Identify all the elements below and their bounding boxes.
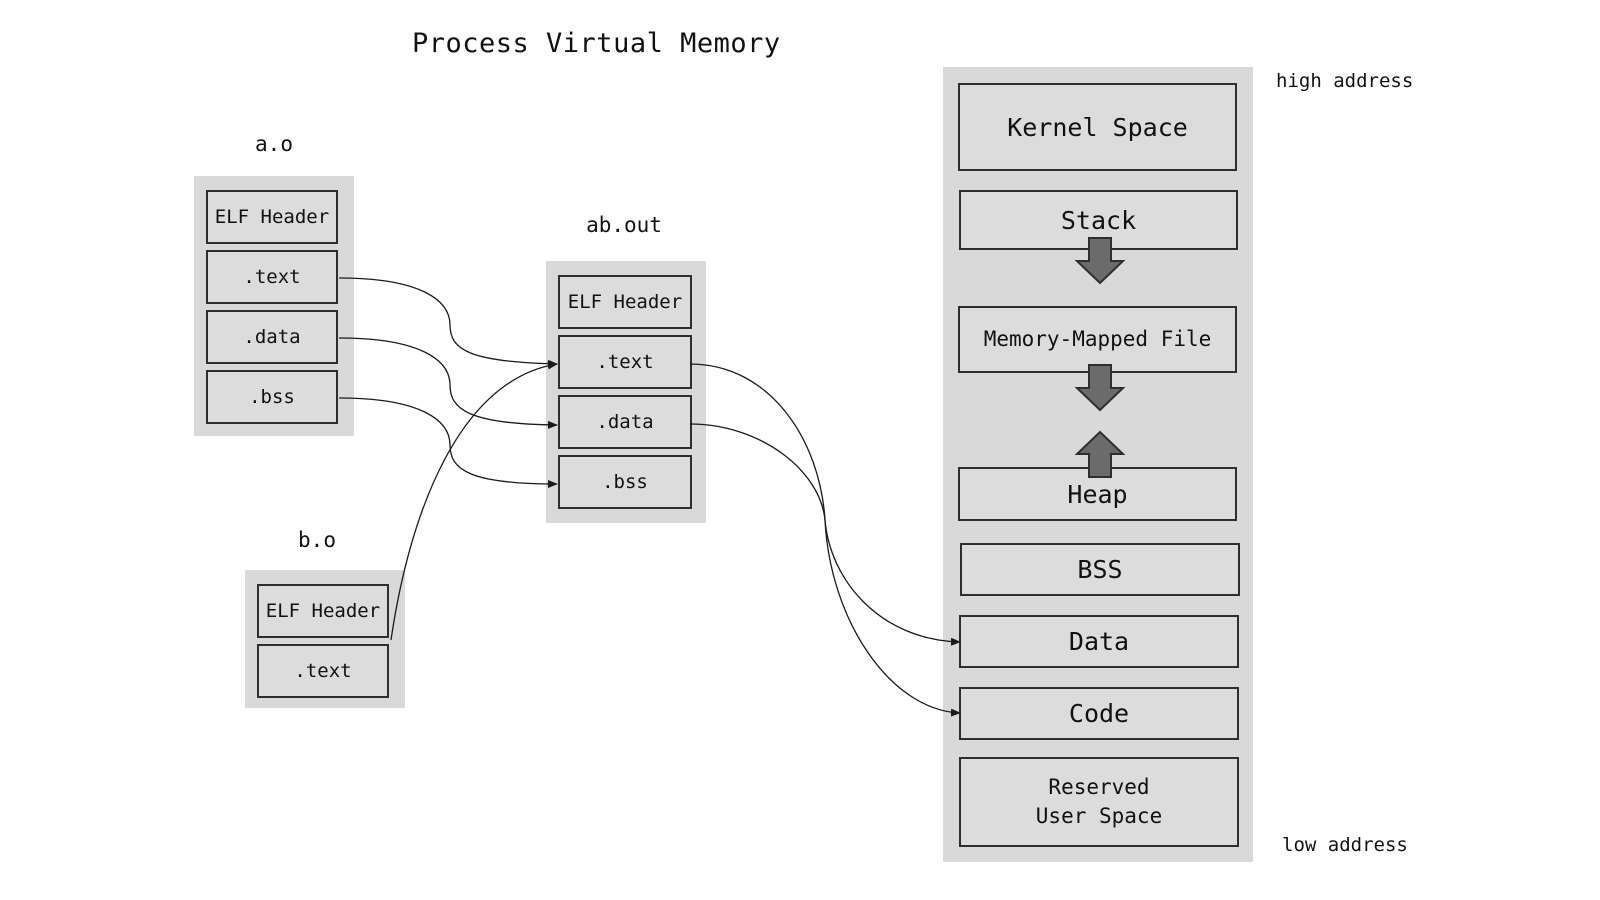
ab-out-elf-header: ELF Header bbox=[558, 275, 692, 329]
stack-grows-down-arrow bbox=[1074, 237, 1126, 285]
a-o-bss-section: .bss bbox=[206, 370, 338, 424]
ab-out-data-section: .data bbox=[558, 395, 692, 449]
ab-out-label: ab.out bbox=[586, 213, 662, 237]
link-ab-data-to-data-segment bbox=[689, 423, 961, 646]
ab-out-panel: ELF Header .text .data .bss bbox=[546, 261, 706, 523]
link-a-text-to-ab-text bbox=[338, 277, 558, 368]
heap-grows-up-arrow bbox=[1074, 430, 1126, 478]
a-o-text-section: .text bbox=[206, 250, 338, 304]
mmap-grows-down-arrow bbox=[1074, 364, 1126, 412]
low-address-label: low address bbox=[1282, 834, 1408, 856]
diagram-title: Process Virtual Memory bbox=[412, 28, 781, 59]
link-ab-text-to-code-segment bbox=[689, 363, 961, 717]
link-b-text-to-ab-text bbox=[390, 361, 558, 641]
reserved-user-space-segment: Reserved User Space bbox=[959, 757, 1239, 847]
heap-segment: Heap bbox=[958, 467, 1237, 521]
b-o-elf-header: ELF Header bbox=[257, 584, 389, 638]
bss-segment: BSS bbox=[960, 543, 1240, 596]
ab-out-bss-section: .bss bbox=[558, 455, 692, 509]
data-segment: Data bbox=[959, 615, 1239, 668]
ab-out-text-section: .text bbox=[558, 335, 692, 389]
b-o-text-section: .text bbox=[257, 644, 389, 698]
link-a-bss-to-ab-bss bbox=[338, 397, 558, 488]
memory-mapped-file-segment: Memory-Mapped File bbox=[958, 306, 1237, 373]
code-segment: Code bbox=[959, 687, 1239, 740]
kernel-space-segment: Kernel Space bbox=[958, 83, 1237, 171]
a-o-data-section: .data bbox=[206, 310, 338, 364]
a-o-elf-header: ELF Header bbox=[206, 190, 338, 244]
b-o-label: b.o bbox=[298, 528, 336, 552]
high-address-label: high address bbox=[1276, 70, 1414, 92]
link-a-data-to-ab-data bbox=[338, 337, 558, 429]
a-o-panel: ELF Header .text .data .bss bbox=[194, 176, 354, 436]
a-o-label: a.o bbox=[255, 132, 293, 156]
b-o-panel: ELF Header .text bbox=[245, 570, 405, 708]
